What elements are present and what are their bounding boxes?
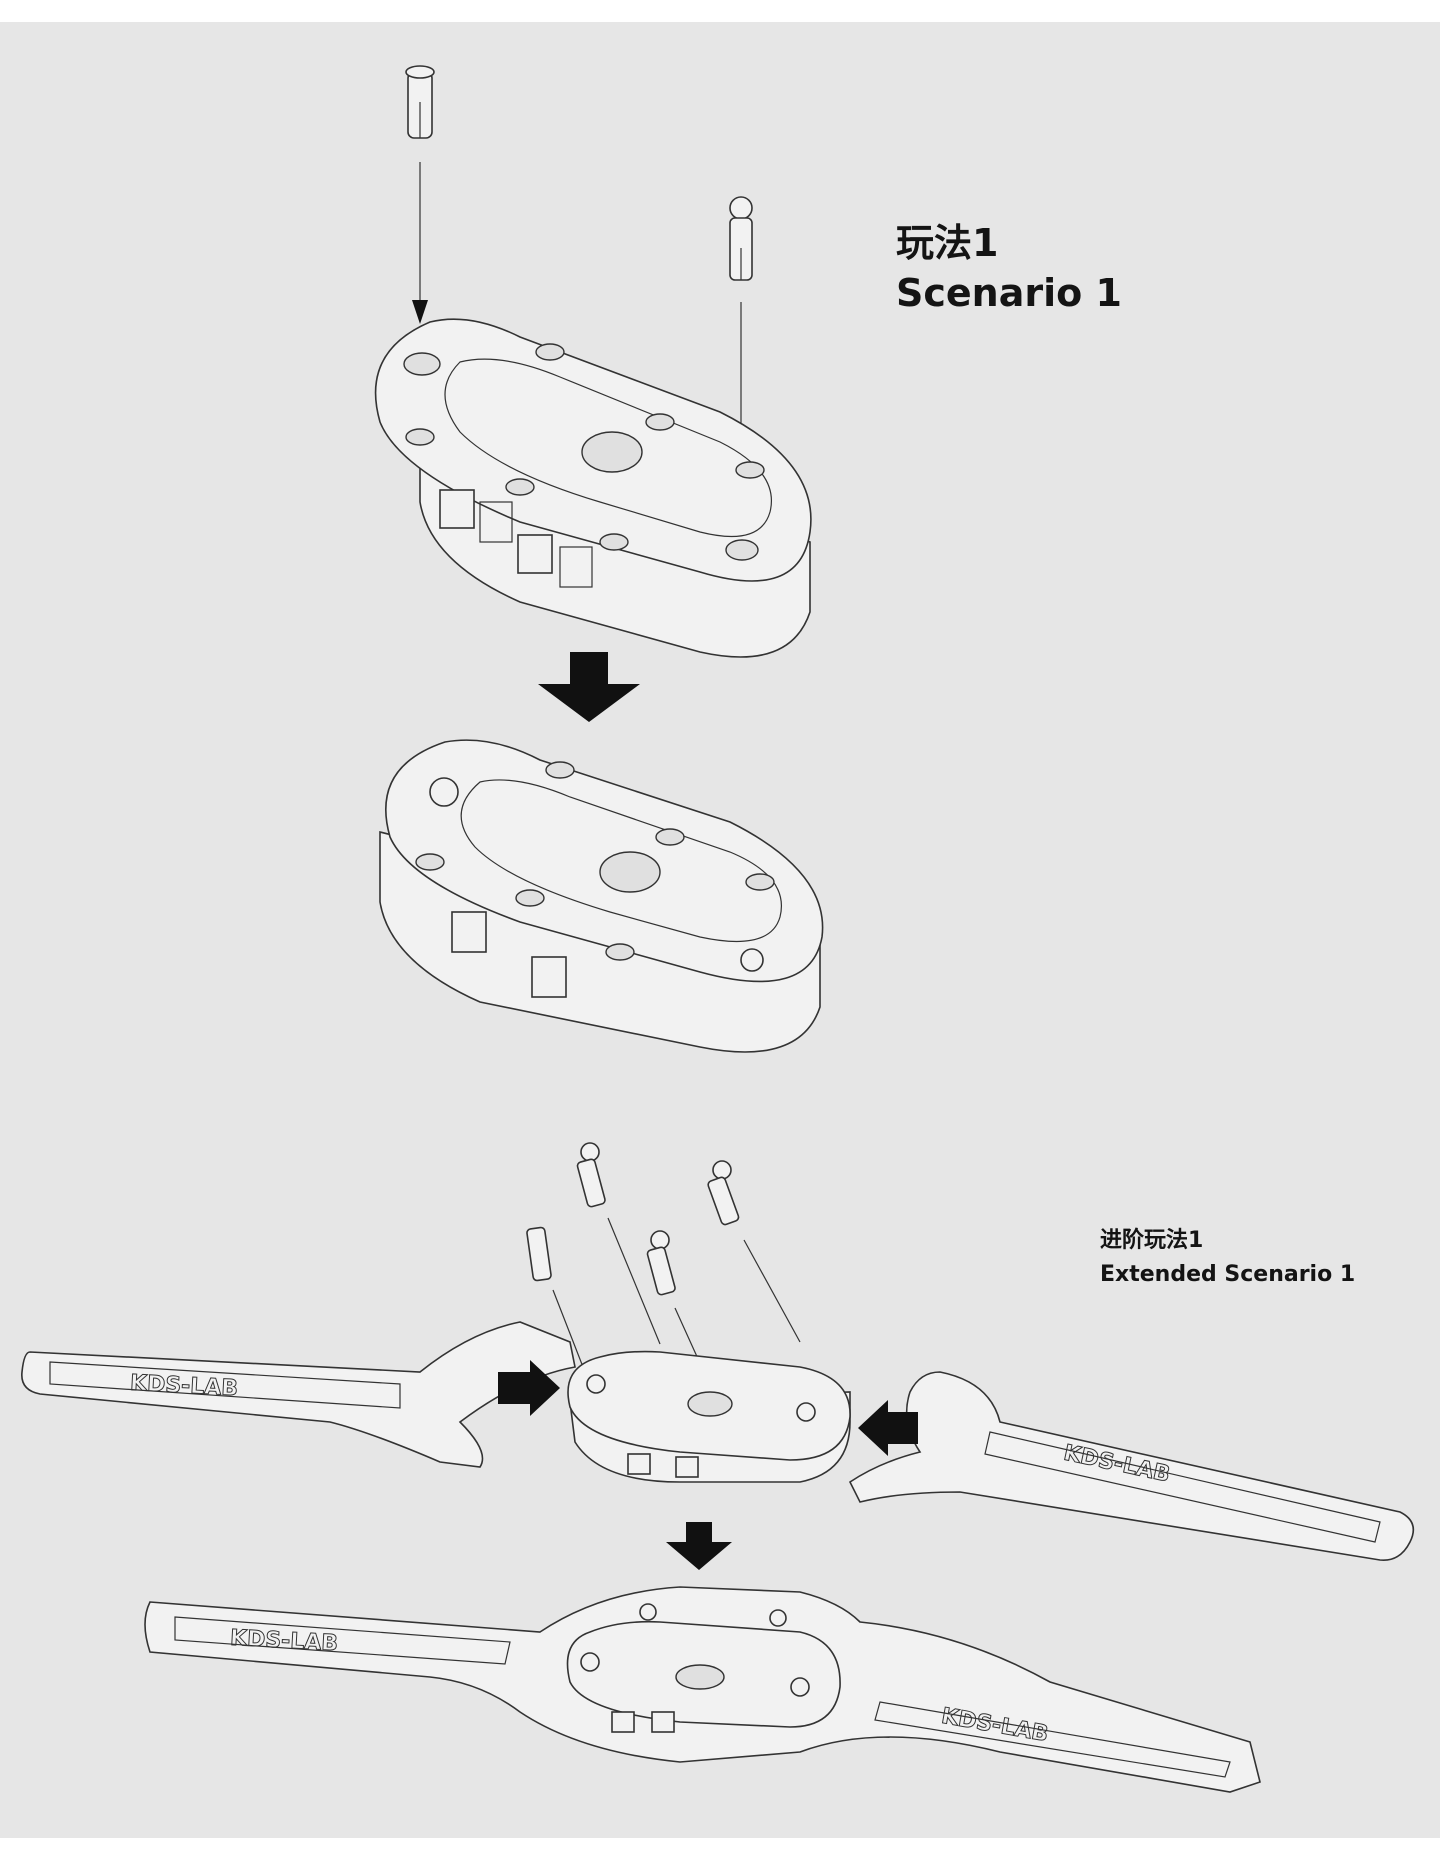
- strap-logo: KDS-LAB: [129, 1371, 238, 1402]
- assembly-illustration: KDS-LAB KDS-LAB KDS-L: [21, 65, 1415, 1793]
- arrow-down-large: [538, 652, 640, 722]
- step3-group: KDS-LAB KDS-LAB: [21, 1142, 1415, 1561]
- scenario-1-title-cn: 玩法1: [896, 221, 999, 265]
- arrow-left: [858, 1400, 918, 1456]
- arrow-right: [498, 1360, 560, 1416]
- scenario-1-title: 玩法1 Scenario 1: [896, 218, 1122, 318]
- guide-line: [607, 1217, 661, 1345]
- arrow-down-medium: [666, 1522, 732, 1570]
- step4-group: KDS-LAB KDS-LAB: [144, 1586, 1261, 1793]
- pin-ball: [729, 196, 753, 281]
- pin-ball: [707, 1160, 740, 1226]
- scenario-1-title-en: Scenario 1: [896, 271, 1122, 315]
- strap-left: KDS-LAB: [21, 1321, 576, 1468]
- extended-scenario-1-title-en: Extended Scenario 1: [1100, 1262, 1356, 1287]
- strap-logo: KDS-LAB: [229, 1626, 338, 1657]
- extended-scenario-1-title: 进阶玩法1 Extended Scenario 1: [1100, 1224, 1355, 1292]
- extended-scenario-1-title-cn: 进阶玩法1: [1100, 1228, 1204, 1253]
- arrow-down-small: [412, 300, 428, 324]
- manual-page: KDS-LAB KDS-LAB KDS-L: [0, 22, 1440, 1838]
- pin-plain: [526, 1226, 552, 1282]
- step2-group: [379, 739, 824, 1053]
- step1-group: [374, 65, 812, 658]
- center-unit: [567, 1350, 851, 1483]
- pin-ball: [646, 1230, 676, 1296]
- guide-line: [743, 1239, 801, 1343]
- pin-ball: [576, 1142, 606, 1208]
- base-unit: [374, 318, 812, 658]
- strap-right: KDS-LAB: [848, 1371, 1415, 1561]
- pin-plain: [405, 65, 435, 139]
